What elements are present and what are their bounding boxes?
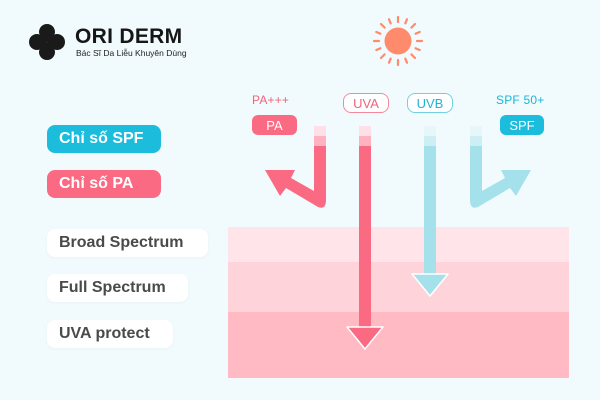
skin-layer-dermis xyxy=(228,262,569,312)
broad-spectrum-pill: Broad Spectrum xyxy=(47,229,208,257)
pa-reflect-arrow-icon xyxy=(265,126,326,208)
uva-protect-pill: UVA protect xyxy=(47,320,173,348)
pa-rating-label: PA+++ xyxy=(252,93,290,107)
uva-label: UVA xyxy=(343,93,389,113)
pa-tag: PA xyxy=(252,115,297,135)
brand-logo: ORI DERM Bác Sĩ Da Liễu Khuyên Dùng xyxy=(27,22,187,62)
uvb-label: UVB xyxy=(407,93,453,113)
spf-reflect-arrow-icon xyxy=(470,126,531,208)
full-spectrum-pill: Full Spectrum xyxy=(47,274,188,302)
four-petal-logo-icon xyxy=(27,22,67,62)
spf-index-pill: Chỉ số SPF xyxy=(47,125,161,153)
spf-rating-label: SPF 50+ xyxy=(496,93,545,107)
brand-name: ORI DERM xyxy=(75,24,183,48)
skin-layer-hypodermis xyxy=(228,312,569,378)
skin-layer-epidermis xyxy=(228,227,569,262)
pa-index-pill: Chỉ số PA xyxy=(47,170,161,198)
brand-tagline: Bác Sĩ Da Liễu Khuyên Dùng xyxy=(76,47,187,58)
spf-tag: SPF xyxy=(500,115,544,135)
